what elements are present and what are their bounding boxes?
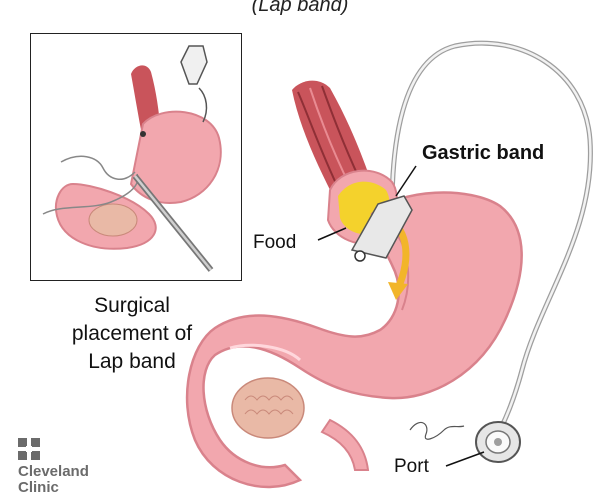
port xyxy=(475,421,521,463)
port-leader xyxy=(445,451,485,467)
gastric-band-leader xyxy=(395,165,417,197)
logo-line-1: Cleveland xyxy=(18,463,89,480)
diagram-title: (Lap band) xyxy=(251,0,349,16)
food-leader xyxy=(317,227,347,241)
inset-illustration xyxy=(42,45,222,272)
port-label: Port xyxy=(394,456,429,477)
logo-line-2: Clinic xyxy=(18,479,59,496)
cleveland-clinic-logo: Cleveland Clinic xyxy=(18,438,98,496)
inset-caption: Surgical placement of Lap band xyxy=(28,292,236,376)
food-label: Food xyxy=(253,232,297,253)
gastric-band-label: Gastric band xyxy=(422,142,545,164)
gastric-band xyxy=(350,195,413,262)
artist-signature xyxy=(409,421,465,440)
intestine xyxy=(320,418,370,471)
logo-mark-icon xyxy=(18,438,40,460)
pancreas xyxy=(231,377,305,439)
stomach xyxy=(185,191,523,489)
caption-line-1: Surgical xyxy=(94,294,170,317)
caption-line-3: Lap band xyxy=(88,350,176,373)
caption-line-2: placement of xyxy=(71,322,193,345)
inset-panel xyxy=(30,33,242,281)
